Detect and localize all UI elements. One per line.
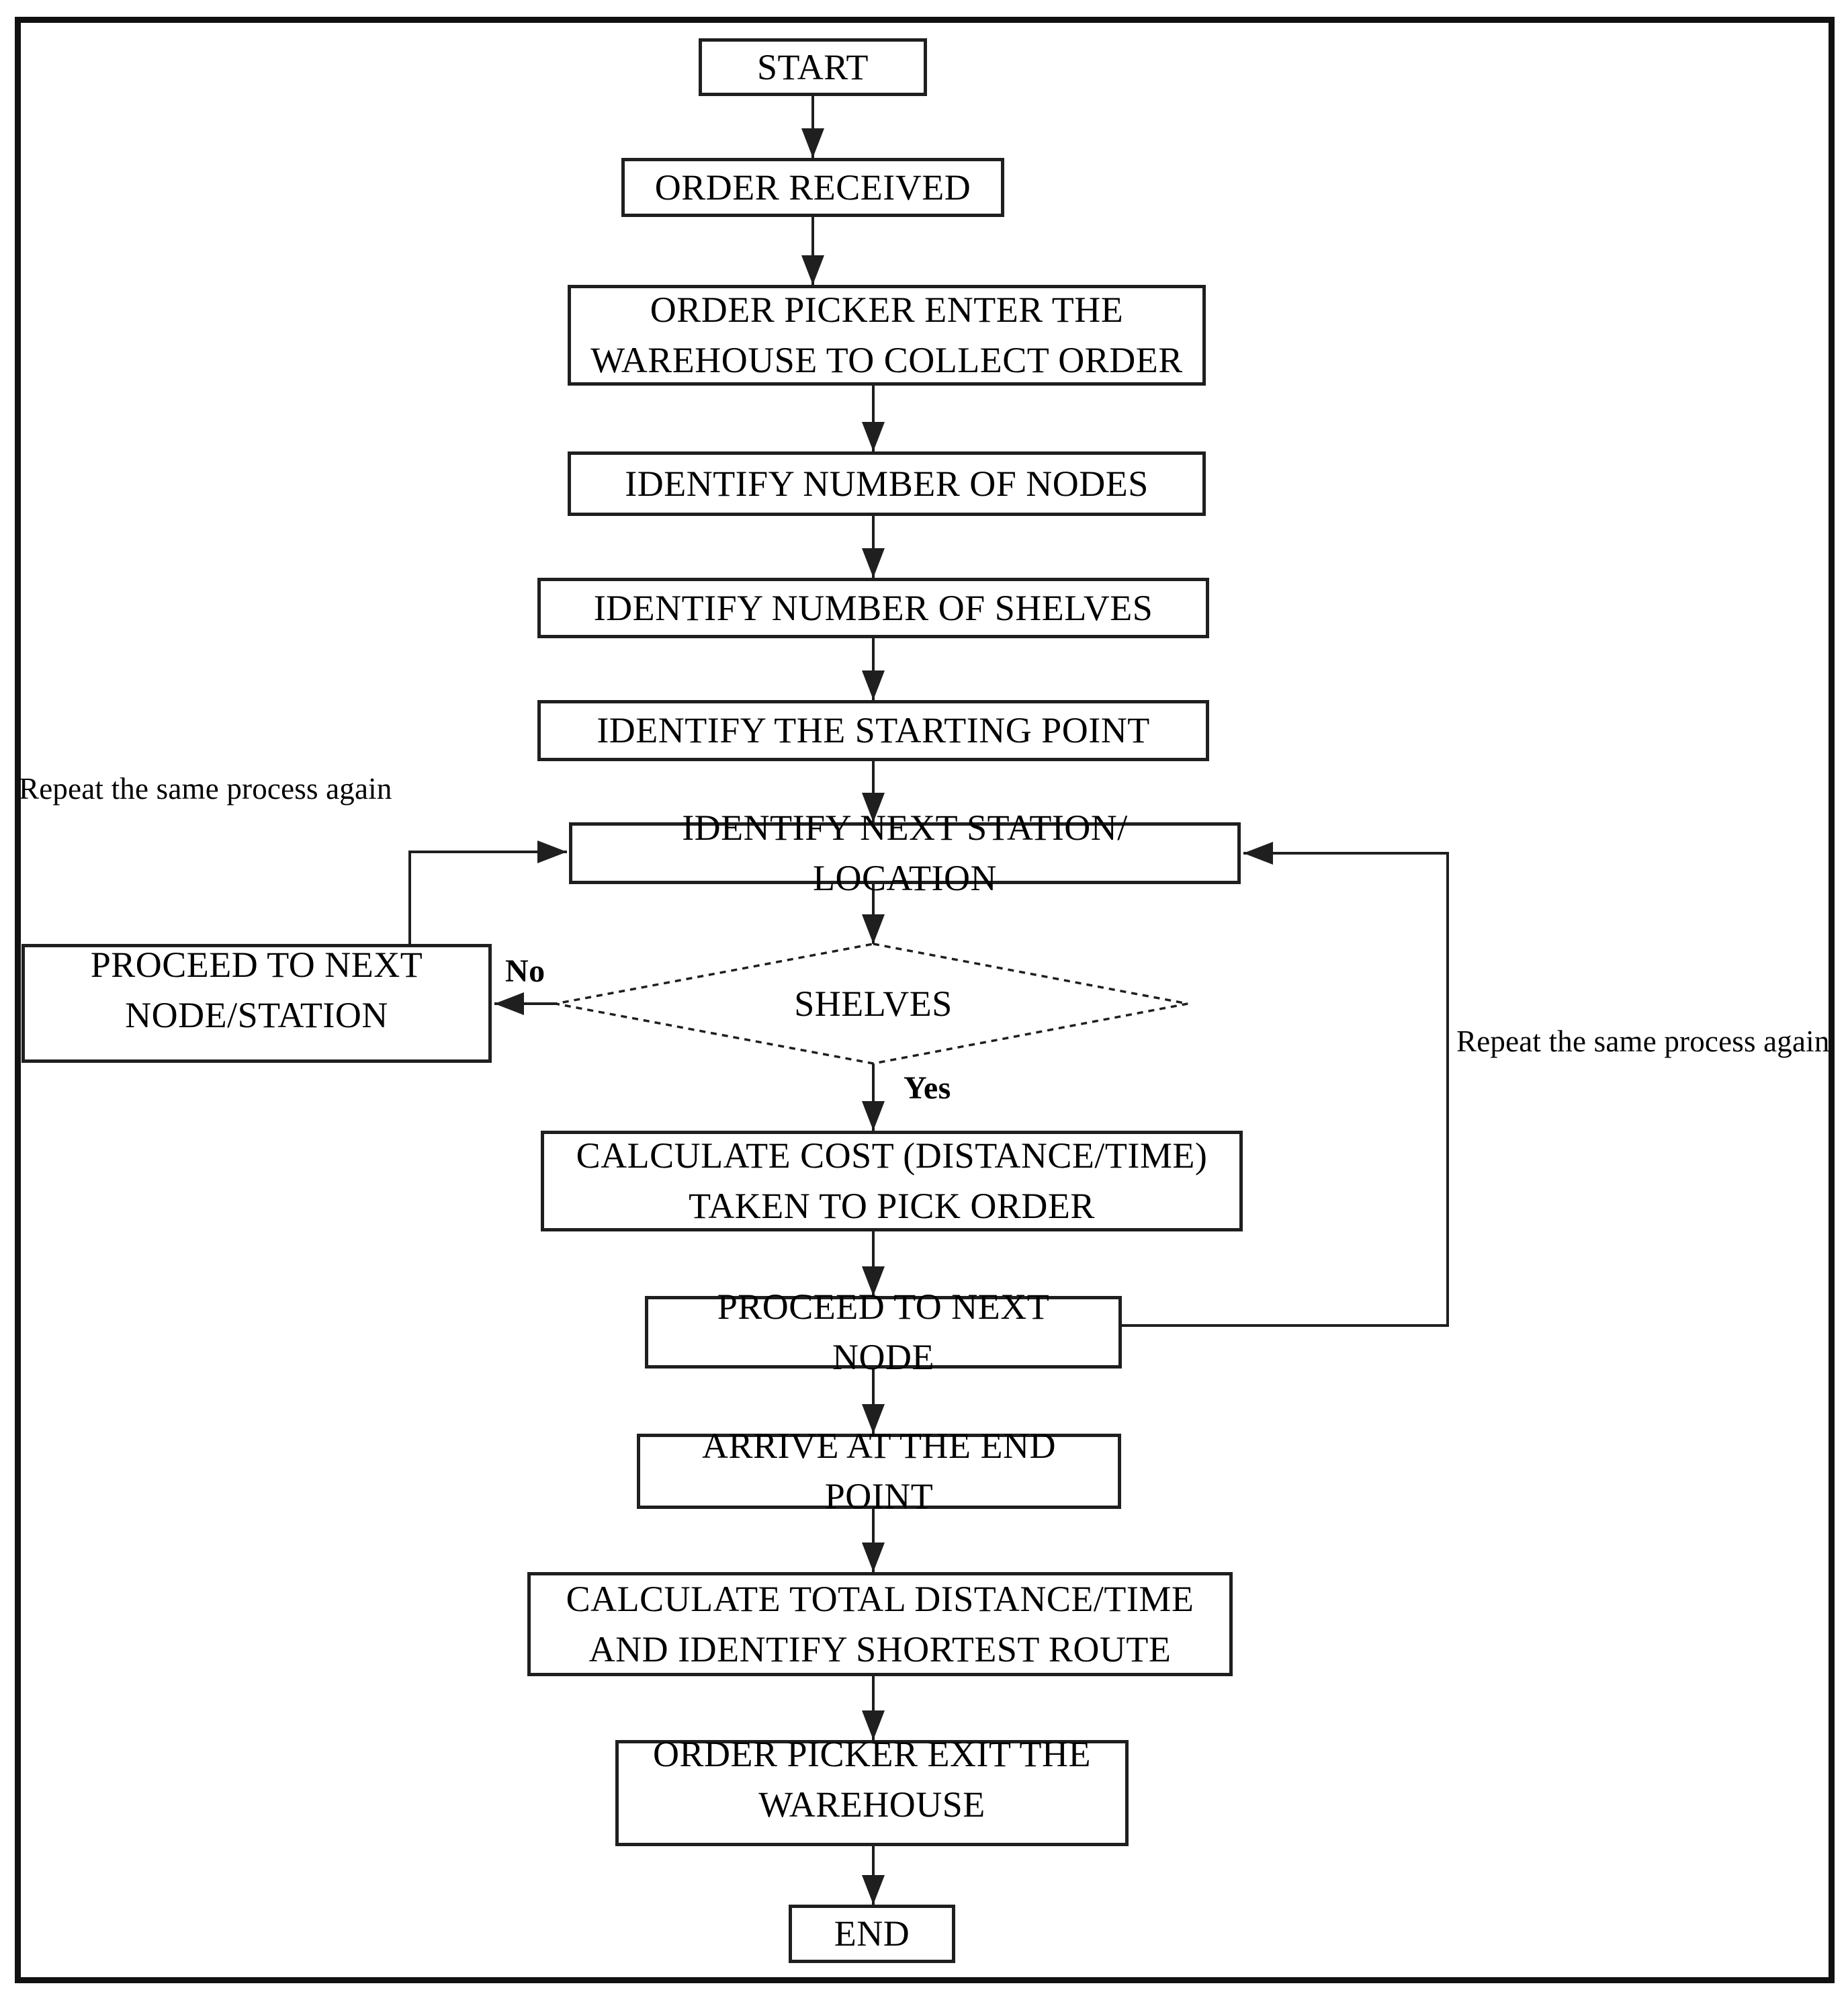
node-enter-warehouse: ORDER PICKER ENTER THE WAREHOUSE TO COLL… xyxy=(568,285,1206,386)
node-proceed-next-node-station: PROCEED TO NEXT NODE/STATION xyxy=(21,944,492,1063)
annotation-repeat-left: Repeat the same process again xyxy=(19,772,392,806)
annotation-repeat-right: Repeat the same process again xyxy=(1456,1025,1830,1058)
node-start: START xyxy=(699,38,927,96)
node-calculate-cost: CALCULATE COST (DISTANCE/TIME) TAKEN TO … xyxy=(541,1131,1243,1231)
node-identify-nodes: IDENTIFY NUMBER OF NODES xyxy=(568,451,1206,516)
edge-label-no: No xyxy=(505,953,545,989)
decision-label-shelves: SHELVES xyxy=(794,984,953,1024)
node-end: END xyxy=(789,1905,955,1963)
node-identify-shelves: IDENTIFY NUMBER OF SHELVES xyxy=(537,578,1209,638)
arrow-loop-right-to-next-station xyxy=(1122,842,1449,1327)
node-calculate-total: CALCULATE TOTAL DISTANCE/TIME AND IDENTI… xyxy=(527,1572,1233,1676)
node-arrive-end-point: ARRIVE AT THE END POINT xyxy=(637,1426,1121,1516)
node-identify-next-station: IDENTIFY NEXT STATION/ LOCATION xyxy=(569,808,1241,898)
node-exit-warehouse: ORDER PICKER EXIT THE WAREHOUSE xyxy=(615,1734,1129,1846)
decision-diamond-shelves xyxy=(555,943,1188,1065)
edge-label-yes: Yes xyxy=(904,1070,951,1106)
node-order-received: ORDER RECEIVED xyxy=(621,158,1004,217)
arrow-loop-left-to-next-station xyxy=(408,840,567,944)
node-identify-starting-point: IDENTIFY THE STARTING POINT xyxy=(537,700,1209,761)
node-proceed-next-node: PROCEED TO NEXT NODE xyxy=(645,1287,1122,1377)
